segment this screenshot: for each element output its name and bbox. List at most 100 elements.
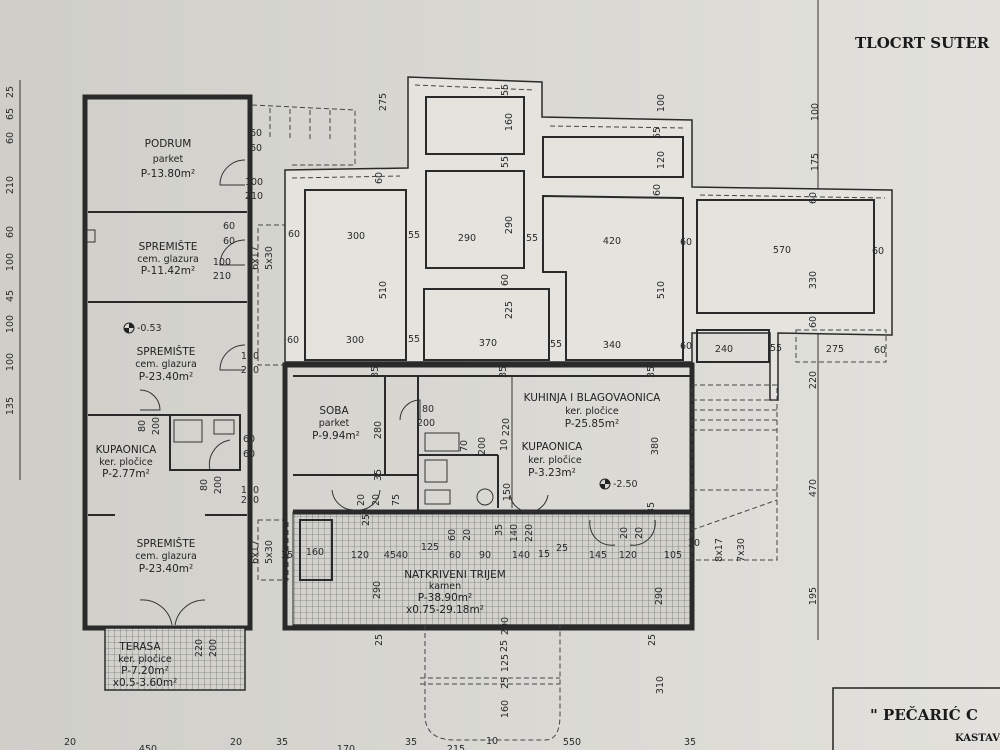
dimension-label: 60: [288, 229, 300, 240]
dimension-label: 175: [810, 153, 821, 171]
dimension-label: 215: [447, 744, 465, 750]
room-area-reduced: x0.75-29.18m²: [406, 604, 484, 616]
room-finish: ker. pločice: [565, 406, 619, 417]
dimension-label: 55: [770, 343, 782, 354]
dimension-label: 25: [647, 634, 658, 646]
dimension-label: 20: [230, 737, 242, 748]
dimension-label: 210: [5, 176, 16, 194]
dimension-label: 60: [447, 529, 458, 541]
room-name: KUPAONICA: [522, 441, 583, 453]
dimension-label: 370: [479, 338, 497, 349]
dimension-label: 25: [500, 677, 511, 689]
dimension-label: 35: [646, 366, 657, 378]
dimension-label: 25: [5, 86, 16, 98]
dimension-label: 340: [603, 340, 621, 351]
dimension-label: 570: [773, 245, 791, 256]
dimension-label: 35: [405, 737, 417, 748]
dimension-label: 210: [213, 271, 231, 282]
dimension-label: 120: [619, 550, 637, 561]
dimension-label: 35: [281, 550, 293, 561]
dimension-label: 60: [808, 316, 819, 328]
dimension-label: 60: [250, 143, 262, 154]
dimension-label: 25: [361, 514, 372, 526]
dimension-label: 7x30: [736, 538, 747, 562]
dimension-label: 290: [458, 233, 476, 244]
dimension-label: 60: [874, 345, 886, 356]
room-name: KUPAONICA: [96, 444, 157, 456]
dimension-label: 220: [194, 639, 205, 657]
dimension-label: 20: [64, 737, 76, 748]
room-finish: parket: [319, 418, 350, 429]
dimension-label: 290: [504, 216, 515, 234]
left-wing: [82, 94, 356, 691]
dimension-label: 5x30: [264, 246, 275, 270]
room-area: P-25.85m²: [565, 418, 619, 430]
dimension-label: 510: [378, 281, 389, 299]
dimension-label: 60: [449, 550, 461, 561]
dimension-label: 20: [462, 529, 473, 541]
dimension-label: 275: [378, 93, 389, 111]
dimension-label: 20: [619, 527, 630, 539]
dimension-label: 195: [808, 587, 819, 605]
dimension-label: 55: [408, 334, 420, 345]
dimension-label: 80: [199, 479, 210, 491]
dimension-label: 275: [826, 344, 844, 355]
room-finish: parket: [153, 154, 184, 165]
room-area-reduced: x0.5-3.60m²: [113, 677, 178, 689]
dimension-label: 20: [371, 494, 382, 506]
room-name: SPREMIŠTE: [137, 345, 196, 358]
dimension-label: 470: [808, 479, 819, 497]
dimension-label: 100: [5, 353, 16, 371]
title-block-place: KASTAV: [955, 733, 1000, 744]
dimension-label: 100: [656, 94, 667, 112]
title-block-name: " PEČARIĆ C: [870, 706, 978, 724]
dimension-label: 4540: [384, 550, 408, 561]
dimension-label: 150: [502, 483, 513, 501]
elevation-marker: -0.53: [123, 322, 162, 334]
dimension-label: 105: [664, 550, 682, 561]
room-area: P-13.80m²: [141, 168, 195, 180]
dimension-label: 450: [139, 744, 157, 750]
dimension-label: 100: [245, 177, 263, 188]
dimension-label: 160: [306, 547, 324, 558]
dimension-label: 225: [504, 301, 515, 319]
dimension-label: 60: [374, 172, 385, 184]
dimension-label: 170: [337, 744, 355, 750]
dimension-label: 35: [684, 737, 696, 748]
dimension-label: 55: [550, 339, 562, 350]
dimension-label: 240: [715, 344, 733, 355]
room-finish: cem. glazura: [137, 254, 199, 265]
dimension-label: 60: [652, 184, 663, 196]
dimension-label: 15: [538, 549, 550, 560]
dimension-label: 160: [504, 113, 515, 131]
dimension-label: 100: [5, 253, 16, 271]
dimension-label: 280: [373, 421, 384, 439]
dimension-label: 35: [646, 502, 657, 514]
room-name: TERASA: [118, 641, 161, 653]
room-finish: kamen: [429, 581, 461, 592]
dimension-label: 10: [499, 439, 510, 451]
dimension-label: 100: [213, 257, 231, 268]
room-name: SPREMIŠTE: [139, 240, 198, 253]
room-name: PODRUM: [145, 138, 192, 150]
dimension-label: 380: [650, 437, 661, 455]
dimension-label: 60: [808, 192, 819, 204]
room-name: SPREMIŠTE: [137, 537, 196, 550]
room-finish: ker. pločice: [99, 457, 153, 468]
main-wing: [282, 362, 778, 741]
dimension-label: 300: [347, 231, 365, 242]
dimension-label: 510: [656, 281, 667, 299]
dimension-label: 125: [500, 654, 511, 672]
dimension-label: 125: [421, 542, 439, 553]
dimension-label: 55: [408, 230, 420, 241]
dimension-label: 55: [500, 156, 511, 168]
dimension-label: 8x17: [714, 538, 725, 562]
dimension-label: 60: [250, 128, 262, 139]
dimension-label: 200: [213, 476, 224, 494]
dimension-label: 200: [417, 418, 435, 429]
dimension-label: 35: [494, 524, 505, 536]
dimension-label: 550: [563, 737, 581, 748]
room-area: P-9.94m²: [312, 430, 360, 442]
